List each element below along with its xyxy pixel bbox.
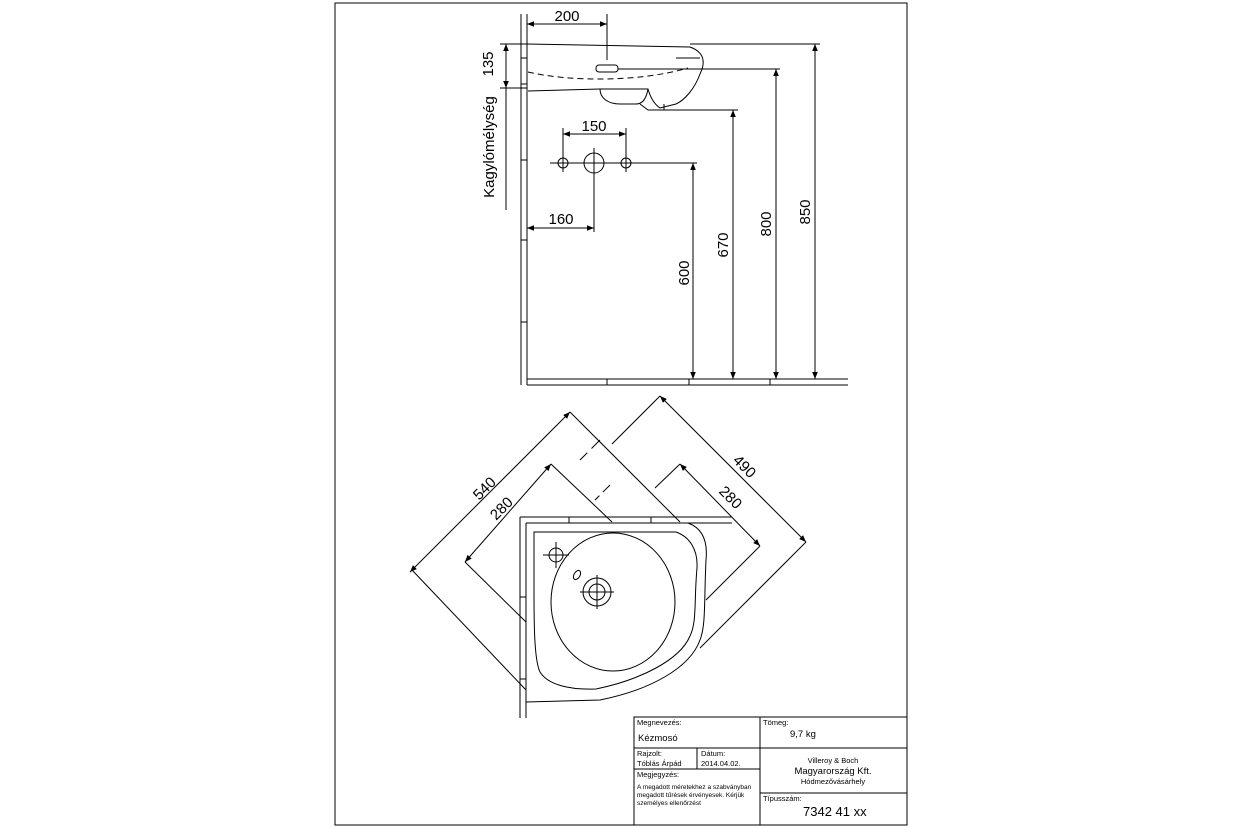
note-label: Megjegyzés: [637, 770, 679, 779]
type-value: 7342 41 xx [803, 804, 867, 819]
dim-490-label: 490 [729, 452, 759, 482]
note-line1: A megadott méretekhez a szabványban [637, 784, 752, 791]
drawn-by-label: Rajzolt: [637, 749, 662, 758]
corner-walls [519, 516, 732, 718]
name-value: Kézmosó [638, 733, 678, 744]
tap-holes [550, 148, 640, 178]
sheet-border [334, 2, 908, 826]
drawn-by-value: Tóblás Árpád [637, 759, 682, 768]
wall [520, 14, 528, 385]
dim-135-label: 135 [480, 51, 497, 76]
date-value: 2014.04.02. [701, 759, 741, 768]
name-label: Megnevezés: [637, 718, 682, 727]
top-view [409, 395, 807, 718]
dim-850-label: 850 [797, 199, 814, 224]
basin-top-outline [525, 522, 707, 703]
date-label: Dátum: [701, 749, 725, 758]
note-line2: megadott tűrések érvényesek. Kérjük [637, 792, 745, 799]
bowl-depth-label: Kagylómélység [481, 96, 498, 198]
weight-value: 9,7 kg [790, 729, 816, 740]
dim-160-label: 160 [548, 211, 573, 228]
note-line3: személyes ellenőrzést [637, 800, 701, 807]
dim-150-label: 150 [581, 118, 606, 135]
diagonal-dimensions [409, 395, 807, 691]
floor [527, 378, 848, 386]
dim-800-label: 800 [758, 211, 775, 236]
dim-280-left-label: 280 [487, 494, 517, 524]
type-label: Típusszám: [763, 794, 802, 803]
weight-label: Tömeg: [763, 718, 788, 727]
title-block [633, 716, 908, 826]
dim-540-label: 540 [470, 474, 500, 504]
company-line1: Villeroy & Boch [808, 756, 859, 765]
dim-280-right-label: 280 [715, 483, 745, 513]
side-view [500, 14, 848, 386]
dim-600-label: 600 [676, 260, 693, 285]
dim-200-label: 200 [554, 8, 579, 25]
company-line3: Hódmezővásárhely [801, 777, 865, 786]
company-line2: Magyarország Kft. [794, 766, 871, 777]
basin-side-profile [526, 43, 704, 111]
dim-670-label: 670 [715, 232, 732, 257]
